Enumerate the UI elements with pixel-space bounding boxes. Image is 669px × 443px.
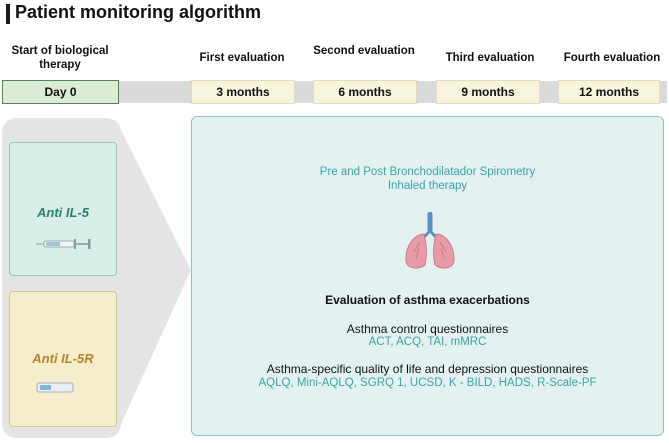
syringe-icon: [36, 239, 91, 249]
therapy-label-anti-il5: Anti IL-5: [37, 205, 89, 220]
header-third-evaluation: Third evaluation: [445, 52, 535, 64]
timeline-9-months: 9 months: [436, 80, 540, 104]
title-accent-bar: [6, 4, 10, 24]
page-title: Patient monitoring algorithm: [15, 2, 261, 22]
header-second-evaluation: Second evaluation: [313, 45, 415, 57]
timeline-6-months: 6 months: [313, 80, 417, 104]
therapy-label-anti-il5r: Anti IL-5R: [32, 351, 94, 366]
timeline-12-months: 12 months: [558, 80, 660, 104]
timeline-3-months: 3 months: [191, 80, 295, 104]
header-start: Start of biological therapy: [11, 45, 109, 71]
therapy-card-anti-il5: Anti IL-5: [9, 142, 117, 276]
inhaler-icon: [36, 382, 74, 393]
inhaled-therapy-text: Inhaled therapy: [387, 180, 468, 192]
control-questionnaires-title: Asthma control questionnaires: [346, 322, 509, 336]
spirometry-text: Pre and Post Bronchodilatador Spirometry: [319, 166, 536, 178]
control-questionnaires-list: ACT, ACQ, TAI, mMRC: [368, 336, 487, 348]
therapy-card-anti-il5r: Anti IL-5R: [9, 291, 117, 427]
timeline-day0: Day 0: [2, 80, 119, 104]
lungs-icon: [405, 212, 455, 269]
evaluation-panel: Pre and Post Bronchodilatador Spirometry…: [191, 116, 664, 436]
qol-questionnaires-list: AQLQ, Mini-AQLQ, SGRQ 1, UCSD, K - BILD,…: [258, 377, 597, 389]
exacerbations-heading: Evaluation of asthma exacerbations: [325, 293, 530, 307]
funnel-connector: [121, 130, 191, 424]
header-first-evaluation: First evaluation: [199, 52, 285, 64]
header-fourth-evaluation: Fourth evaluation: [563, 52, 661, 64]
qol-questionnaires-title: Asthma-specific quality of life and depr…: [266, 362, 589, 376]
